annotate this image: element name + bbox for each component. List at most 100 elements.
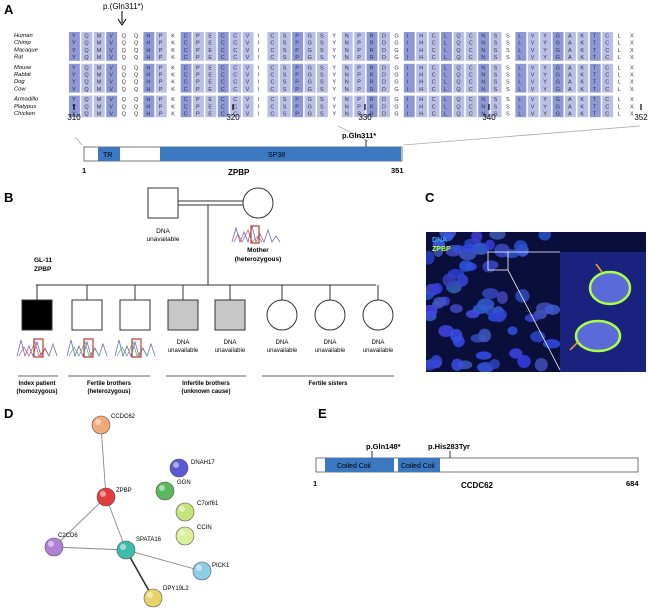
alignment-residue: P [295, 112, 299, 118]
alignment-residue: C [469, 65, 473, 71]
alignment-residue: C [184, 104, 188, 110]
alignment-residue: D [382, 80, 386, 86]
domain-tr [98, 147, 120, 161]
alignment-residue: V [246, 80, 250, 86]
alignment-residue: P [196, 41, 200, 47]
alignment-residue: C [233, 87, 237, 93]
alignment-residue: M [97, 104, 102, 110]
alignment-residue: E [208, 65, 212, 71]
alignment-residue: G [394, 65, 398, 71]
alignment-residue: X [630, 104, 634, 110]
alignment-residue: P [159, 34, 163, 40]
alignment-residue: G [556, 48, 560, 54]
alignment-residue: S [506, 65, 510, 71]
alignment-shade [416, 95, 428, 118]
coiled-coil-2 [398, 458, 440, 472]
alignment-shade [478, 63, 490, 93]
zoomed-nucleus [574, 319, 622, 353]
alignment-residue: P [357, 112, 361, 118]
alignment-residue: Q [122, 80, 127, 86]
alignment-residue: E [208, 112, 212, 118]
alignment-residue: Y [543, 65, 547, 71]
alignment-tick-label: 340 [482, 113, 496, 122]
alignment-residue: X [630, 34, 634, 40]
alignment-residue: G [556, 80, 560, 86]
alignment-shade [527, 32, 539, 61]
alignment-residue: P [357, 87, 361, 93]
alignment-residue: M [97, 41, 102, 47]
alignment-residue: Y [72, 80, 76, 86]
species-label: Armadillo [13, 97, 39, 103]
alignment-shade [292, 32, 304, 61]
alignment-residue: H [419, 104, 423, 110]
alignment-shade [341, 95, 353, 118]
network-node-label: C2CD6 [58, 533, 78, 539]
alignment-residue: C [233, 34, 237, 40]
alignment-shade [465, 95, 477, 118]
network-nodes: CCDC62DNAH17GGNC7orf61CCINZPBPC2CD6SPATA… [44, 414, 230, 608]
alignment-residue: Q [122, 55, 127, 61]
alignment-residue: Y [332, 48, 336, 54]
alignment-residue: I [407, 80, 409, 86]
alignment-residue: P [159, 65, 163, 71]
alignment-residue: V [109, 97, 113, 103]
alignment-shade [267, 32, 279, 61]
alignment-residue: H [146, 34, 150, 40]
alignment-residue: C [184, 55, 188, 61]
alignment-residue: S [283, 34, 287, 40]
alignment-residue: C [469, 97, 473, 103]
alignment-residue: Q [456, 73, 461, 79]
alignment-residue: G [394, 104, 398, 110]
alignment-residue: Y [332, 112, 336, 118]
alignment-residue: P [295, 65, 299, 71]
alignment-residue: G [556, 73, 560, 79]
alignment-residue: N [345, 80, 349, 86]
alignment-shade [416, 63, 428, 93]
alignment-residue: K [580, 112, 584, 118]
alignment-residue: C [221, 87, 225, 93]
alignment-residue: A [568, 87, 572, 93]
alignment-residue: Q [84, 65, 89, 71]
species-label: Chimp [14, 40, 32, 46]
alignment-shade [465, 63, 477, 93]
alignment-tick-label: 320 [226, 113, 240, 122]
alignment-residue: R [370, 55, 374, 61]
alignment-residue: G [556, 87, 560, 93]
alignment-residue: I [258, 65, 260, 71]
alignment-shade [242, 95, 254, 118]
alignment-residue: V [246, 73, 250, 79]
ccdc62-name: CCDC62 [461, 481, 494, 490]
alignment-shade [93, 32, 105, 61]
alignment-residue: K [171, 65, 175, 71]
alignment-residue: V [109, 87, 113, 93]
alignment-residue: S [283, 104, 287, 110]
alignment-residue: S [283, 87, 287, 93]
alignment-shade [552, 32, 564, 61]
species-label: Rabbit [14, 72, 31, 78]
alignment-residue: H [419, 34, 423, 40]
alignment-residue: C [221, 80, 225, 86]
alignment-shade [453, 63, 465, 93]
alignment-residue: V [109, 112, 113, 118]
alignment-residue: L [518, 73, 521, 79]
alignment-residue: N [481, 104, 485, 110]
alignment-residue: Y [332, 55, 336, 61]
alignment-residue: K [580, 55, 584, 61]
alignment-shade [205, 95, 217, 118]
alignment-residue: Q [456, 41, 461, 47]
group-infertile-brothers: Infertile brothers(unknown cause) [181, 381, 230, 395]
alignment-residue: I [258, 80, 260, 86]
alignment-residue: C [221, 73, 225, 79]
alignment-residue: V [109, 73, 113, 79]
alignment-residue: S [320, 41, 324, 47]
alignment-shade [341, 32, 353, 61]
alignment-residue: R [370, 87, 374, 93]
alignment-residue: S [320, 65, 324, 71]
alignment-residue: T [593, 48, 597, 54]
alignment-residue: S [506, 87, 510, 93]
alignment-residue: R [370, 97, 374, 103]
alignment-residue: Q [134, 55, 139, 61]
alignment-shade [143, 63, 155, 93]
alignment-residue: N [481, 48, 485, 54]
